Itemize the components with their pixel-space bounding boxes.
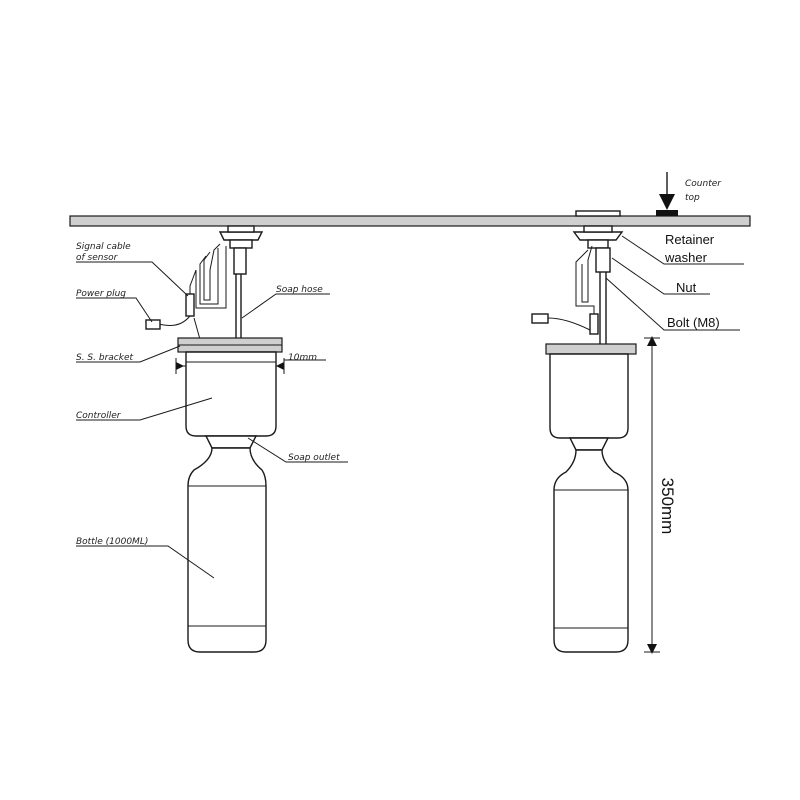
counter-top-label: Counter bbox=[685, 179, 722, 189]
counter-top-label-line2: top bbox=[685, 193, 700, 203]
nut-label: Nut bbox=[676, 280, 697, 295]
retainer-washer-label: Retainer bbox=[665, 232, 715, 247]
ss-bracket-label: S. S. bracket bbox=[76, 353, 133, 363]
retainer-washer-label-line2: washer bbox=[664, 250, 708, 265]
counter-top-arrow bbox=[656, 172, 678, 216]
signal-cable-label: Signal cable bbox=[76, 242, 131, 252]
leader-lines bbox=[76, 235, 744, 579]
counter-top-slab bbox=[69, 215, 751, 227]
height-dimension-line bbox=[644, 336, 660, 654]
power-plug-label: Power plug bbox=[76, 289, 126, 299]
left-dispenser-unit bbox=[145, 225, 285, 653]
bottle-label: Bottle (1000ML) bbox=[76, 537, 148, 547]
controller-label: Controller bbox=[76, 411, 122, 421]
bolt-label: Bolt (M8) bbox=[667, 315, 720, 330]
height-dimension-label: 350mm bbox=[658, 478, 677, 535]
signal-cable-label-line2: of sensor bbox=[76, 253, 119, 263]
right-dispenser-unit bbox=[531, 210, 637, 653]
soap-hose-label: Soap hose bbox=[276, 285, 323, 295]
bracket-width-label: 10mm bbox=[288, 353, 317, 363]
soap-outlet-label: Soap outlet bbox=[288, 453, 340, 463]
